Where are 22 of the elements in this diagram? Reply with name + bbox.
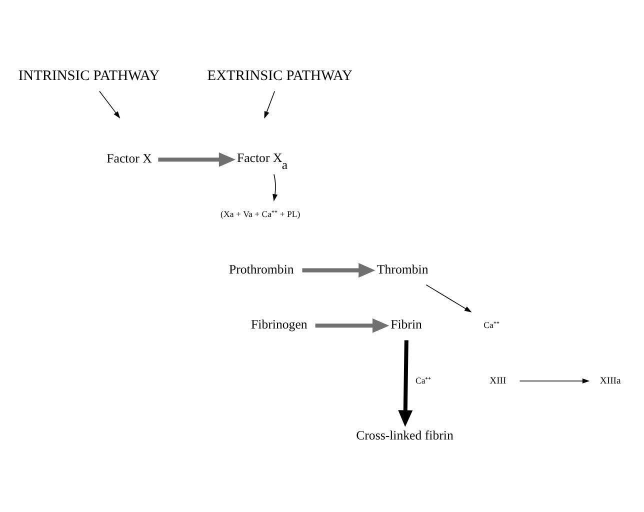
node-text: Cross-linked fibrin bbox=[356, 428, 454, 442]
node-text: Factor X bbox=[106, 151, 152, 166]
arrow bbox=[264, 90, 276, 118]
node-text: EXTRINSIC PATHWAY bbox=[207, 68, 352, 84]
arrow bbox=[158, 152, 236, 166]
arrow bbox=[272, 173, 278, 201]
node-text: Thrombin bbox=[376, 262, 428, 276]
arrow bbox=[302, 262, 376, 278]
edge-label: Ca⁺⁺ bbox=[415, 374, 432, 385]
node-text: XIII bbox=[490, 374, 506, 386]
arrow bbox=[519, 378, 590, 384]
arrow bbox=[426, 284, 472, 312]
node-text: INTRINSIC PATHWAY bbox=[18, 68, 160, 84]
arrow bbox=[99, 90, 120, 118]
arrow bbox=[398, 340, 413, 426]
node-text: XIIIa bbox=[600, 374, 621, 386]
node-text: Ca⁺⁺ bbox=[484, 319, 500, 330]
node-text: (Xa + Va + Ca⁺⁺ + PL) bbox=[220, 208, 300, 219]
node-text: Prothrombin bbox=[228, 262, 294, 276]
arrow bbox=[315, 318, 390, 332]
node-text: Fibrinogen bbox=[251, 317, 308, 332]
node-text: Fibrin bbox=[390, 317, 422, 332]
